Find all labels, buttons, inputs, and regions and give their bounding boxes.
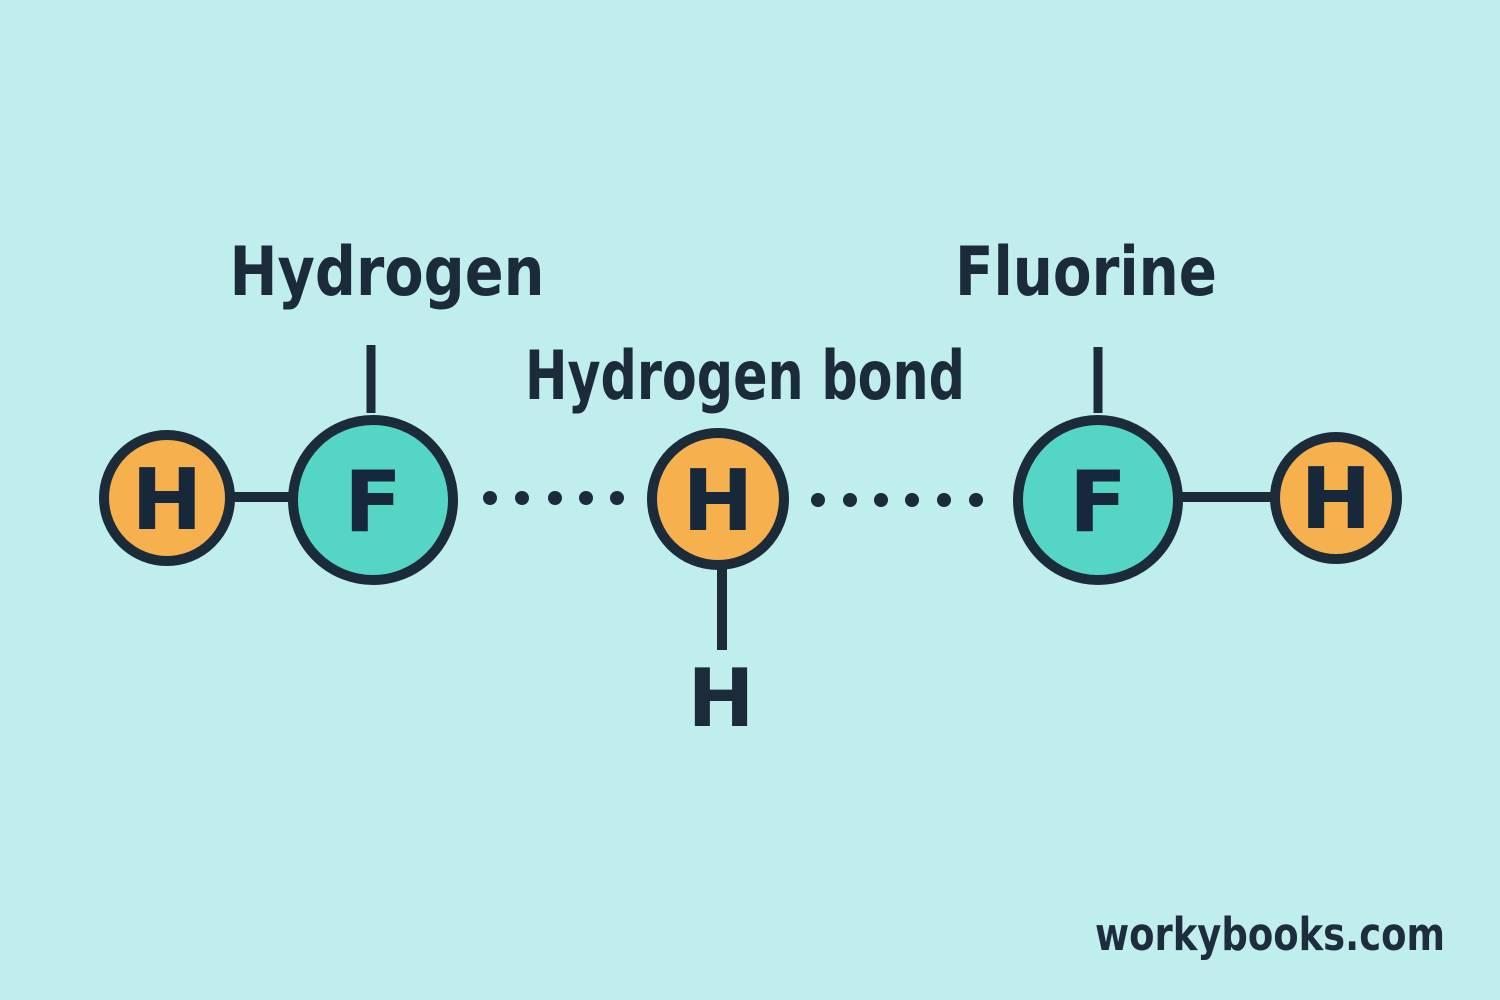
hydrogen-bond-dot — [969, 493, 983, 507]
hydrogen-bond-dot — [579, 491, 593, 505]
watermark-text: workybooks.com — [1095, 908, 1445, 961]
hydrogen-bond-dot — [905, 493, 919, 507]
label-bottom-h: H — [688, 652, 755, 745]
hydrogen-bond-dot — [874, 493, 888, 507]
atom-circle-fluorine-left — [288, 415, 458, 585]
hydrogen-bond-dot — [610, 491, 624, 505]
label-hydrogen-bond: Hydrogen bond — [525, 337, 965, 416]
atom-symbol-hydrogen-middle: H — [682, 452, 753, 551]
hydrogen-bond-dot — [483, 491, 497, 505]
hydrogen-bond-dots-left — [483, 491, 624, 505]
atom-circle-hydrogen-right — [1270, 432, 1402, 564]
atom-circle-hydrogen-left — [99, 430, 235, 566]
label-fluorine: Fluorine — [955, 233, 1217, 312]
atom-symbol-fluorine-right: F — [1069, 453, 1127, 552]
hydrogen-bond-dots-right — [811, 493, 983, 507]
hydrogen-bond-dot — [843, 493, 857, 507]
atom-symbol-hydrogen-left: H — [131, 451, 202, 550]
hydrogen-bond-dot — [811, 493, 825, 507]
atom-symbol-fluorine-left: F — [344, 453, 402, 552]
atom-symbol-hydrogen-right: H — [1300, 450, 1371, 549]
atom-circle-fluorine-right — [1013, 415, 1183, 585]
hydrogen-bond-dot — [937, 493, 951, 507]
hydrogen-bond-dot — [548, 491, 562, 505]
hydrogen-bond-dot — [515, 491, 529, 505]
label-hydrogen: Hydrogen — [230, 233, 545, 312]
atom-circle-hydrogen-middle — [647, 428, 789, 570]
